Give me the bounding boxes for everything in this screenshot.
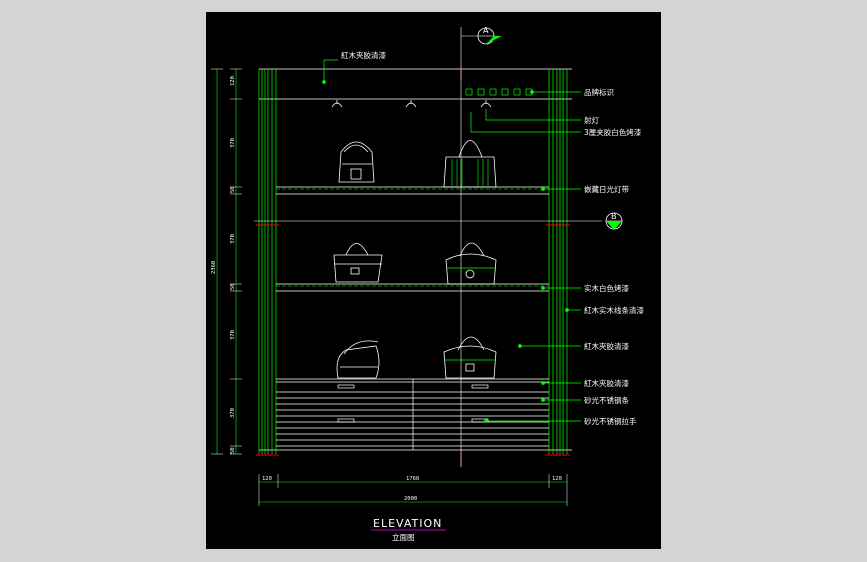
drawer-block	[276, 378, 549, 450]
brand-logo-squares	[465, 88, 533, 96]
handbag-2	[443, 140, 497, 188]
dim-overall-width: 2000	[404, 496, 417, 502]
callout-solid-white: 实木白色烤漆	[584, 283, 629, 293]
dim-v-1: 120	[230, 76, 236, 86]
callout-steel-handle: 砂光不锈钢拉手	[584, 416, 637, 426]
dim-h-right: 120	[552, 476, 562, 482]
handbag-4	[445, 242, 497, 285]
callout-drawer-front: 紅木夾胶清漆	[584, 378, 629, 388]
spotlights	[331, 100, 492, 108]
section-a-label: A	[483, 26, 489, 35]
dim-v-8: 50	[230, 447, 236, 454]
handbag-3	[333, 243, 383, 283]
dim-v-5: 50	[230, 283, 236, 290]
callout-mid-panel: 紅木夾胶清漆	[584, 341, 629, 351]
callout-top-panel: 紅木夾胶清漆	[341, 50, 386, 60]
vertical-dimension-lines	[211, 68, 242, 455]
right-column	[548, 69, 568, 454]
dim-v-4: 370	[230, 234, 236, 244]
callout-leaders	[322, 59, 581, 423]
drawing-subtitle: 立面图	[392, 532, 415, 542]
callout-glass-back: 3厘夹胶白色烤漆	[584, 127, 642, 137]
shelf-middle	[276, 283, 549, 292]
callout-steel-strip: 砂光不锈钢条	[584, 395, 629, 405]
dim-v-3: 50	[230, 186, 236, 193]
handbag-1	[338, 141, 375, 183]
dim-h-left: 120	[262, 476, 272, 482]
callout-brand-logo: 品牌标识	[584, 87, 614, 97]
drawing-sheet: A B	[206, 12, 661, 549]
dim-overall-height: 2360	[211, 261, 217, 274]
dim-h-middle: 1760	[406, 476, 419, 482]
horizontal-dimension-lines	[258, 474, 568, 506]
section-marker-b: B	[605, 212, 623, 230]
section-marker-a: A	[461, 26, 502, 45]
section-b-label: B	[611, 212, 617, 221]
cabinet-outline	[259, 68, 572, 451]
handbag-6	[443, 336, 497, 379]
dim-v-6: 370	[230, 330, 236, 340]
drawing-title: ELEVATION	[373, 517, 442, 530]
callout-side-trim: 紅木实木线条清漆	[584, 305, 644, 315]
elevation-drawing: A B	[211, 26, 644, 542]
dim-v-7: 370	[230, 408, 236, 418]
callout-hidden-light: 嵌藏日光灯带	[584, 184, 629, 194]
left-column	[258, 69, 277, 454]
callout-spot-light: 射灯	[584, 115, 599, 125]
dim-v-2: 370	[230, 138, 236, 148]
shelf-upper	[276, 186, 549, 195]
handbag-5	[336, 340, 380, 379]
